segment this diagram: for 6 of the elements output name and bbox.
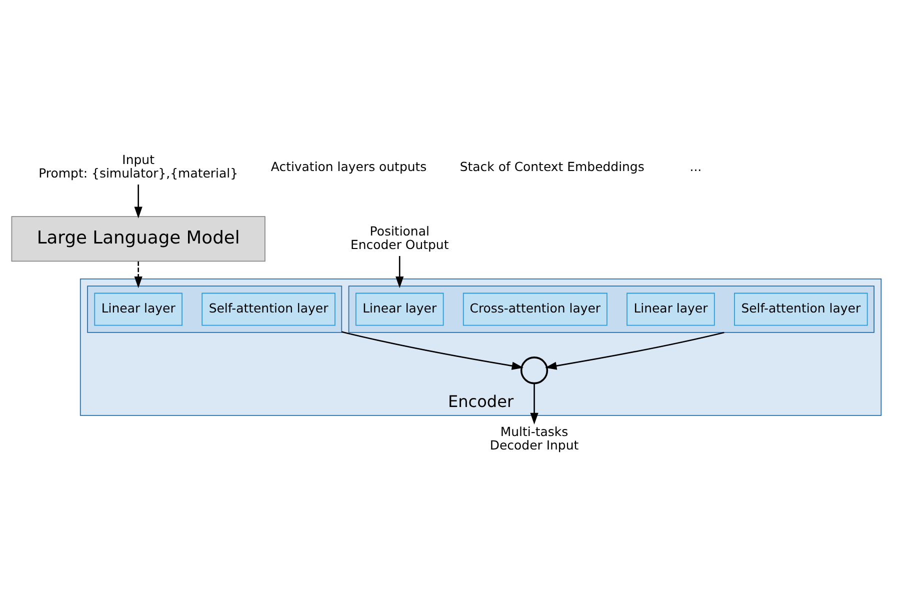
node-text: Input Prompt: {simulator},{material} <box>38 152 238 180</box>
label: Activation layers outputs <box>270 158 427 174</box>
label: ... <box>690 158 702 174</box>
node-text: Multi-tasks Decoder Input <box>490 424 579 452</box>
node-text: Positional Encoder Output <box>350 222 449 252</box>
label: Stack of Context Embeddings <box>460 158 644 174</box>
